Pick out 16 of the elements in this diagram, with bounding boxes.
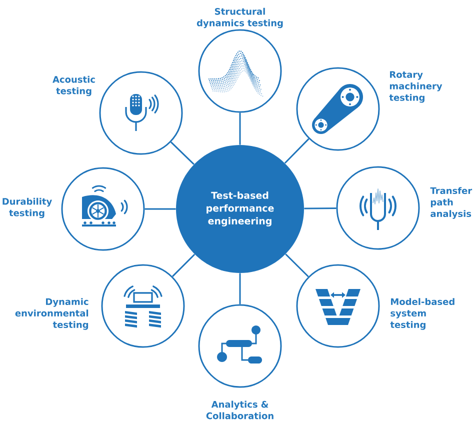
connector-line: [172, 254, 196, 277]
topic-label: Rotary machinery testing: [389, 71, 442, 103]
topic-label: Structural dynamics testing: [196, 8, 283, 28]
connector-line: [304, 208, 336, 210]
connector-line: [285, 254, 309, 278]
connector-line: [239, 273, 241, 304]
topic-label: Durability testing: [2, 198, 52, 218]
topic-label: Analytics & Collaboration: [206, 400, 274, 420]
topic-label: Dynamic environmental testing: [15, 298, 88, 330]
topic-label: Acoustic testing: [52, 76, 95, 96]
topic-label: Model-based system testing: [390, 298, 454, 330]
connector-line: [170, 142, 194, 165]
connector-line: [144, 208, 176, 210]
connector-line: [239, 112, 241, 145]
connector-line: [284, 138, 310, 164]
topic-label: Transfer path analysis: [430, 187, 472, 219]
